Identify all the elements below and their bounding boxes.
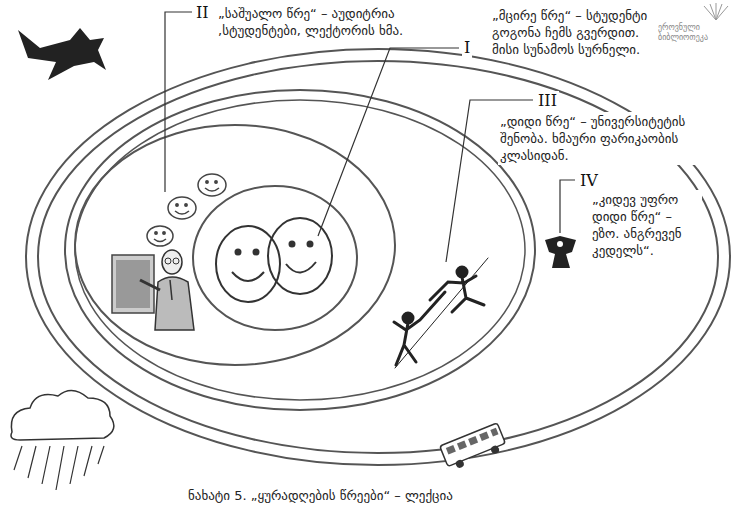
note-text: „დიდი წრე“ – უნივერსიტეტის შენობა. ხმაურ…: [498, 112, 708, 165]
big-circle: [65, 90, 535, 410]
smiley-faces: [216, 218, 332, 302]
fencers: [394, 258, 488, 368]
callout-number: II: [194, 3, 211, 23]
outer-ring: [26, 49, 730, 465]
note-text: „მცირე წრე“ – სტუდენტი გოგონა ჩემს გვერდ…: [490, 6, 655, 59]
callout-number: I: [462, 38, 472, 58]
lecturer-figure: [112, 250, 194, 330]
rain-cloud: [11, 390, 114, 490]
figure-caption: ნახატი 5. „ყურადღების წრეები“ – ლექცია: [186, 486, 455, 505]
outer-ring: [38, 61, 718, 453]
callout-number: IV: [578, 171, 600, 191]
watermark-logo: [704, 3, 728, 20]
callout-number: III: [536, 91, 559, 111]
note-text: „კიდევ უფრო დიდი წრე“ – ეზო. ანგრევენ კე…: [590, 190, 702, 260]
note-text: „საშუალო წრე“ – აუდიტრია ,სტუდენტები, ლე…: [216, 4, 448, 40]
student-smileys: [147, 174, 226, 246]
big-circle: [75, 100, 525, 400]
bus: [440, 423, 508, 472]
yard-figure: [545, 236, 576, 268]
small-circle: [193, 186, 357, 330]
watermark: ეროვნული ბიბლიოთეკა: [656, 22, 732, 44]
airplane: [18, 28, 106, 80]
